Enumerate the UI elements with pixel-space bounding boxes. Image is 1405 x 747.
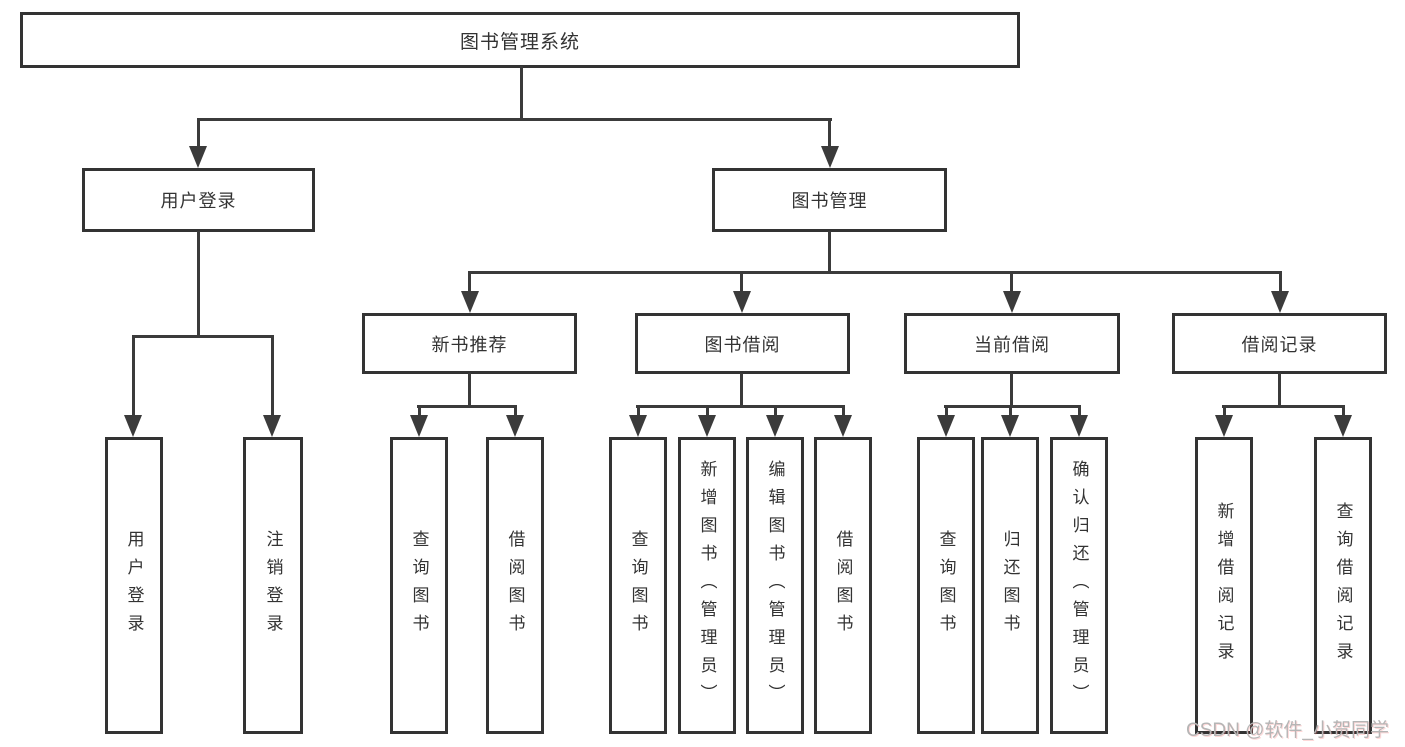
csdn-watermark: CSDN @软件_小贺同学 (1186, 720, 1389, 741)
leaf-label: 查询图书 (936, 529, 956, 642)
arrow-down-icon (766, 415, 784, 437)
connector-shaft (1223, 405, 1226, 417)
leaf-label: 借阅图书 (833, 529, 853, 642)
connector-sub-branch (417, 405, 517, 408)
leaf-return-books: 归还图书 (981, 437, 1039, 734)
leaf-borrow-books-2: 借阅图书 (814, 437, 872, 734)
leaf-label: 查询图书 (628, 529, 648, 642)
connector-shaft (1342, 405, 1345, 417)
connector-sub-branch (1222, 405, 1345, 408)
arrow-down-icon (937, 415, 955, 437)
connector-shaft (271, 335, 274, 418)
leaf-add-books-admin: 新增图书（管理员） (678, 437, 736, 734)
leaf-add-borrow-record: 新增借阅记录 (1195, 437, 1253, 734)
arrow-down-icon (506, 415, 524, 437)
arrow-down-icon (124, 415, 142, 437)
leaf-label: 查询图书 (409, 529, 429, 642)
arrow-down-icon (1003, 291, 1021, 313)
connector-user-branch (132, 335, 274, 338)
leaf-label: 新增借阅记录 (1214, 501, 1234, 670)
arrow-down-icon (834, 415, 852, 437)
arrow-down-icon (698, 415, 716, 437)
arrow-down-icon (189, 146, 207, 168)
connector-management-feed (828, 231, 831, 274)
connector-shaft (1279, 271, 1282, 294)
node-current-borrowing: 当前借阅 (904, 313, 1120, 374)
leaf-query-books-1: 查询图书 (390, 437, 448, 734)
connector-sub-branch (636, 405, 845, 408)
leaf-label: 新增图书（管理员） (697, 459, 717, 712)
arrow-down-icon (821, 146, 839, 168)
connector-level3-branch (468, 271, 1282, 274)
arrow-down-icon (1001, 415, 1019, 437)
connector-feed (1010, 373, 1013, 408)
arrow-down-icon (1070, 415, 1088, 437)
leaf-label: 用户登录 (124, 529, 144, 642)
leaf-confirm-return-admin: 确认归还（管理员） (1050, 437, 1108, 734)
leaf-label: 编辑图书（管理员） (765, 459, 785, 712)
leaf-label: 借阅图书 (505, 529, 525, 642)
node-book-borrowing: 图书借阅 (635, 313, 850, 374)
leaf-query-books-2: 查询图书 (609, 437, 667, 734)
arrow-down-icon (1215, 415, 1233, 437)
arrow-down-icon (733, 291, 751, 313)
leaf-query-books-3: 查询图书 (917, 437, 975, 734)
arrow-down-icon (1334, 415, 1352, 437)
connector-root-feed (520, 66, 523, 121)
leaf-user-login: 用户登录 (105, 437, 163, 734)
arrow-down-icon (410, 415, 428, 437)
arrow-down-icon (263, 415, 281, 437)
connector-shaft (774, 405, 777, 417)
connector-shaft (132, 335, 135, 418)
node-root-library-system: 图书管理系统 (20, 12, 1020, 68)
arrow-down-icon (629, 415, 647, 437)
connector-shaft (1078, 405, 1081, 417)
arrow-down-icon (1271, 291, 1289, 313)
arrow-down-icon (461, 291, 479, 313)
leaf-edit-books-admin: 编辑图书（管理员） (746, 437, 804, 734)
leaf-label: 查询借阅记录 (1333, 501, 1353, 670)
connector-shaft (197, 118, 200, 150)
connector-user-feed (197, 231, 200, 338)
connector-shaft (418, 405, 421, 417)
connector-shaft (468, 271, 471, 294)
leaf-query-borrow-record: 查询借阅记录 (1314, 437, 1372, 734)
node-book-management: 图书管理 (712, 168, 947, 232)
node-user-login: 用户登录 (82, 168, 315, 232)
connector-feed (740, 373, 743, 408)
connector-shaft (842, 405, 845, 417)
leaf-borrow-books-1: 借阅图书 (486, 437, 544, 734)
connector-sub-branch (944, 405, 1081, 408)
connector-shaft (514, 405, 517, 417)
connector-shaft (1009, 405, 1012, 417)
leaf-label: 注销登录 (263, 529, 283, 642)
connector-shaft (637, 405, 640, 417)
connector-shaft (740, 271, 743, 294)
leaf-label: 归还图书 (1000, 529, 1020, 642)
node-new-book-recommendation: 新书推荐 (362, 313, 577, 374)
connector-shaft (1010, 271, 1013, 294)
leaf-logout: 注销登录 (243, 437, 303, 734)
connector-shaft (828, 118, 831, 150)
leaf-label: 确认归还（管理员） (1069, 459, 1089, 712)
connector-shaft (706, 405, 709, 417)
connector-level2-branch (197, 118, 832, 121)
connector-feed (468, 373, 471, 408)
node-borrowing-records: 借阅记录 (1172, 313, 1387, 374)
connector-shaft (945, 405, 948, 417)
connector-feed (1278, 373, 1281, 408)
